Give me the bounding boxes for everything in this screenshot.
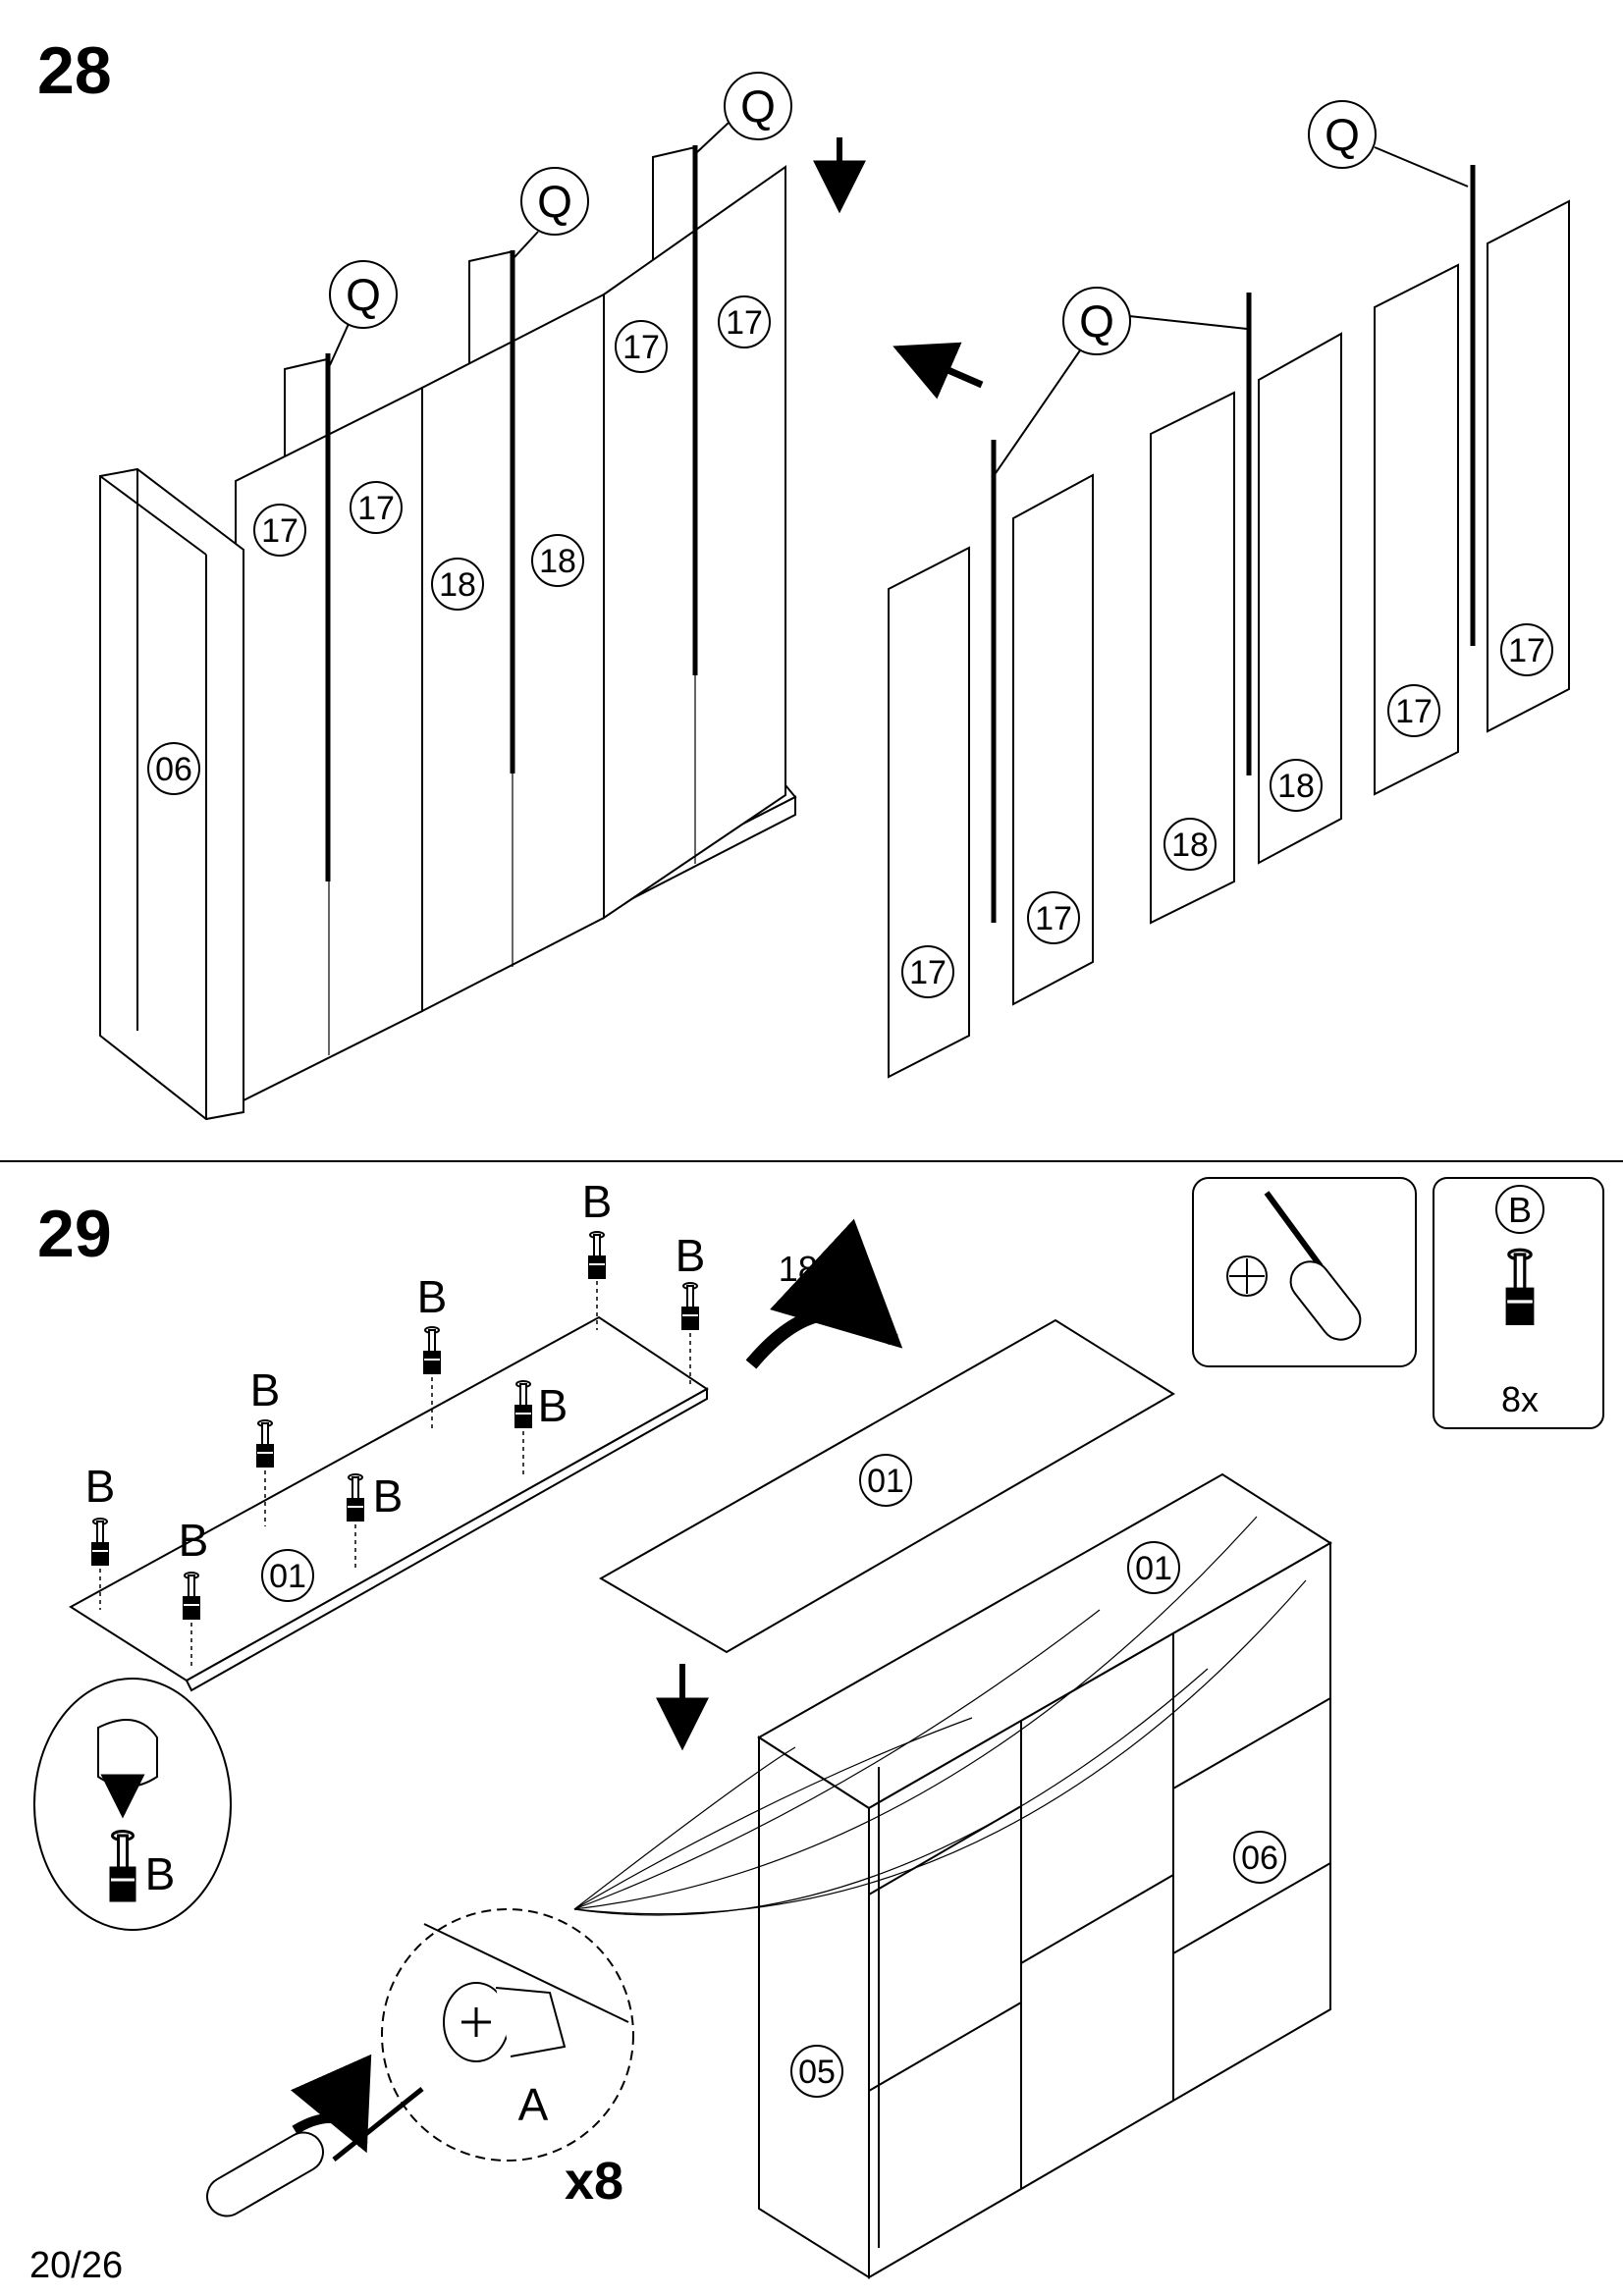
door-panels-exploded: [888, 165, 1570, 1079]
direction-arrow-icon: [893, 342, 984, 400]
rotation-arrow-icon: 180°: [745, 1218, 903, 1369]
svg-text:B: B: [373, 1470, 404, 1522]
cabinet-carcass: 05 06 01: [757, 1472, 1332, 2279]
svg-text:Q: Q: [537, 176, 572, 227]
top-panel-flipped: 01: [598, 1318, 1175, 1654]
svg-text:17: 17: [622, 329, 660, 366]
thumb-press-icon: B: [33, 1678, 232, 1931]
svg-text:Q: Q: [346, 269, 381, 320]
svg-text:05: 05: [798, 2054, 836, 2091]
svg-text:06: 06: [155, 751, 192, 788]
hardware-label: B: [1508, 1190, 1532, 1230]
tool-box: [1192, 1177, 1417, 1367]
svg-text:17: 17: [1508, 632, 1545, 669]
page-number: 20/26: [29, 2245, 123, 2286]
step-number: 28: [37, 33, 112, 108]
svg-text:17: 17: [726, 304, 763, 342]
cam-leader-lines: [573, 1516, 1307, 1916]
svg-text:18: 18: [1277, 768, 1315, 805]
callout-q-4: Q: [995, 287, 1248, 474]
svg-text:17: 17: [357, 490, 395, 527]
svg-text:01: 01: [269, 1558, 306, 1595]
callout-q-3: Q: [696, 72, 792, 153]
svg-text:B: B: [145, 1848, 176, 1899]
svg-text:17: 17: [261, 512, 298, 550]
screwdriver-icon: [206, 2054, 424, 2217]
part-callouts-assembled: 17 17 18 18 17 17 06: [147, 295, 771, 795]
top-panel-with-dowels: 01: [69, 1315, 709, 1692]
callout-q-2: Q: [514, 167, 589, 258]
svg-text:17: 17: [1035, 900, 1072, 937]
callout-q-1: Q: [329, 260, 398, 366]
svg-text:Q: Q: [1325, 109, 1360, 160]
svg-text:B: B: [676, 1230, 706, 1281]
callout-q-5: Q: [1308, 100, 1469, 187]
svg-text:17: 17: [1395, 693, 1433, 730]
svg-text:B: B: [179, 1515, 209, 1566]
svg-text:B: B: [417, 1271, 448, 1322]
wardrobe-assembled-front: [99, 145, 797, 1121]
rotation-label: 180°: [779, 1249, 851, 1289]
svg-text:B: B: [85, 1461, 116, 1512]
svg-text:17: 17: [909, 954, 947, 991]
svg-text:Q: Q: [1079, 295, 1114, 347]
dowels: [91, 1231, 699, 1669]
part-callouts-exploded: 17 17 18 18 17 17: [901, 623, 1553, 998]
svg-text:A: A: [518, 2079, 549, 2130]
hardware-quantity: 8x: [1501, 1379, 1539, 1419]
svg-text:Q: Q: [740, 80, 776, 132]
svg-text:18: 18: [1171, 827, 1209, 864]
dowel-labels: B B B B B B B B: [85, 1176, 706, 1566]
step-28: 28: [37, 33, 1570, 1121]
step-29: 29 B 8x: [33, 1176, 1604, 2279]
hardware-box-b: B 8x: [1433, 1177, 1604, 1429]
phillips-head-icon: [1226, 1255, 1268, 1297]
svg-text:01: 01: [867, 1463, 904, 1500]
cam-lock-icon: A: [381, 1908, 634, 2162]
step-number: 29: [37, 1197, 112, 1271]
svg-text:B: B: [582, 1176, 613, 1227]
cam-quantity: x8: [565, 2152, 623, 2211]
svg-text:18: 18: [539, 543, 576, 580]
screwdriver-icon: [1264, 1191, 1362, 1341]
svg-text:18: 18: [439, 566, 476, 604]
svg-text:B: B: [250, 1364, 281, 1415]
svg-text:06: 06: [1241, 1840, 1278, 1877]
svg-text:01: 01: [1135, 1550, 1172, 1587]
svg-text:B: B: [538, 1380, 568, 1431]
